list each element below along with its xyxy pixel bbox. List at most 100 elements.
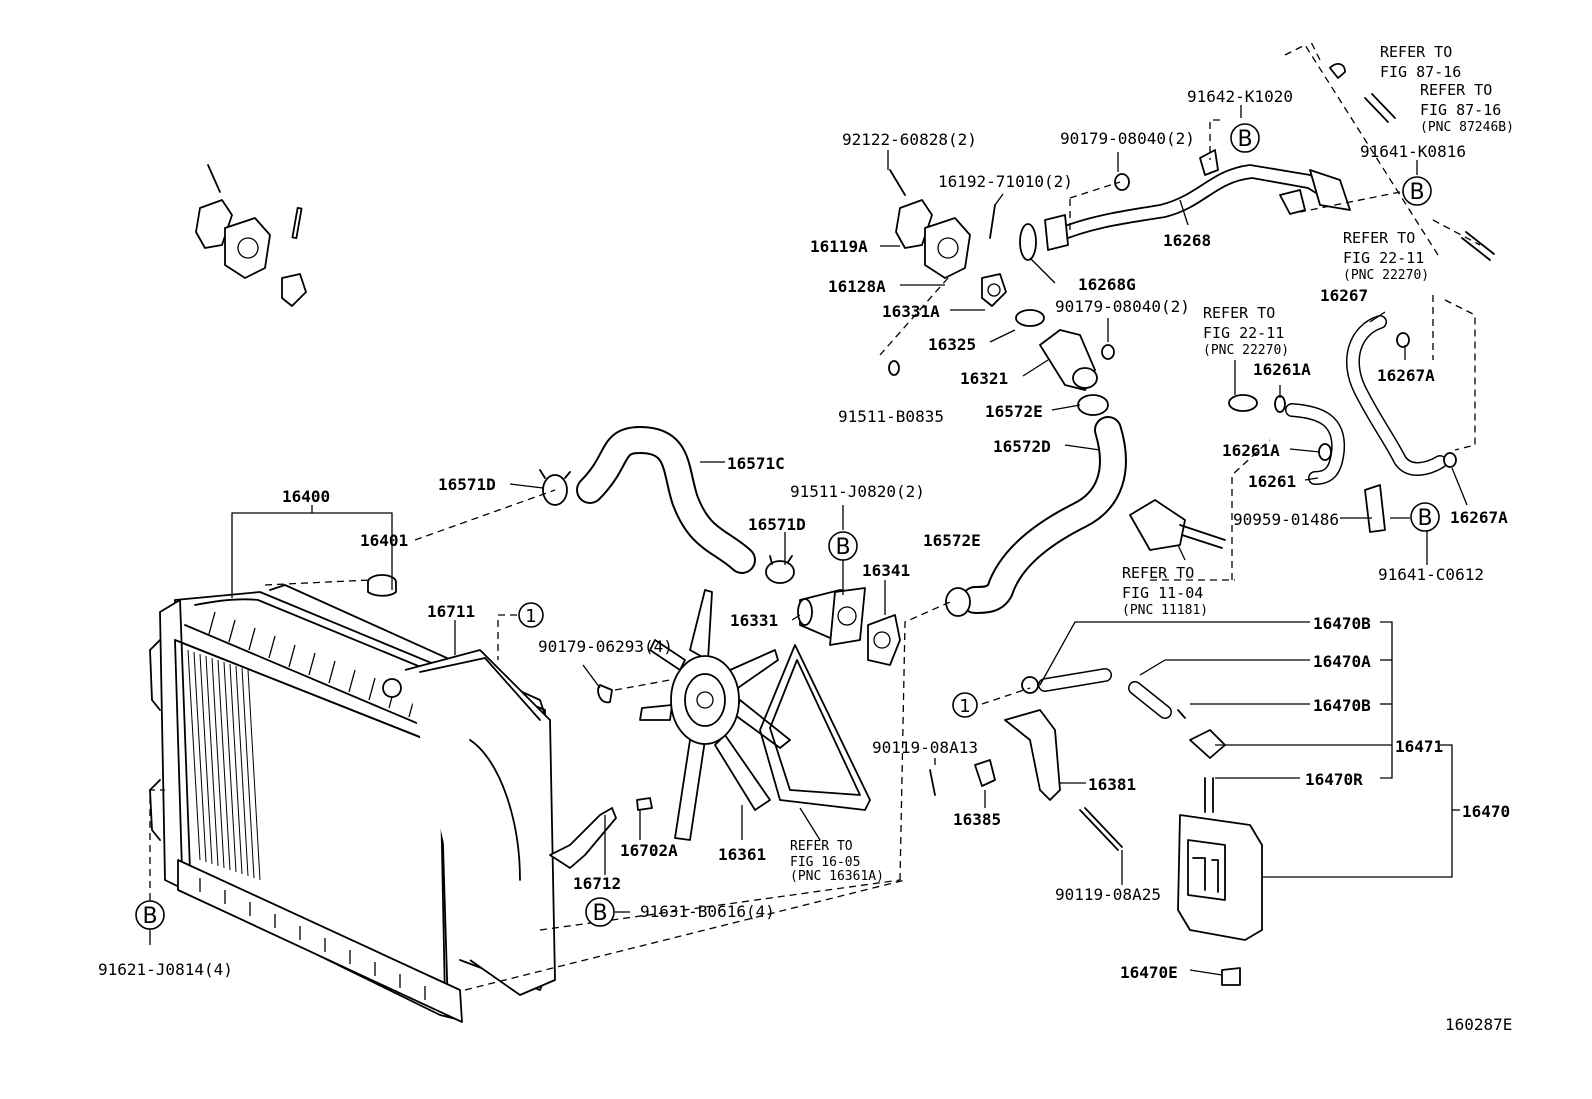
svg-text:B: B bbox=[1417, 506, 1432, 531]
label-90119-08a13: 90119-08A13 bbox=[872, 738, 978, 757]
svg-text:(PNC 11181): (PNC 11181) bbox=[1122, 603, 1208, 618]
marker-b-1: B bbox=[828, 531, 858, 561]
label-16470e: 16470E bbox=[1120, 963, 1178, 982]
marker-b-5: B bbox=[585, 897, 615, 927]
marker-1-b: 1 bbox=[952, 692, 978, 718]
svg-text:(PNC 22270): (PNC 22270) bbox=[1343, 268, 1429, 283]
svg-text:REFER TO: REFER TO bbox=[790, 839, 853, 854]
lower-hose-drawing bbox=[945, 394, 1127, 617]
label-92122-60828: 92122-60828(2) bbox=[842, 130, 977, 149]
marker-b-4: B bbox=[1410, 502, 1440, 532]
label-16268: 16268 bbox=[1163, 231, 1211, 250]
svg-text:1: 1 bbox=[959, 696, 970, 717]
label-16261a-b: 16261A bbox=[1222, 441, 1280, 460]
label-16470a: 16470A bbox=[1313, 652, 1371, 671]
reservoir-bracket-drawing bbox=[929, 709, 1123, 851]
label-16471: 16471 bbox=[1395, 737, 1443, 756]
label-90179-08040-b: 90179-08040(2) bbox=[1055, 297, 1190, 316]
svg-text:B: B bbox=[592, 901, 607, 926]
label-91641-c0612: 91641-C0612 bbox=[1378, 565, 1484, 584]
label-16470b-b: 16470B bbox=[1313, 696, 1371, 715]
ref-fig-11-04: REFER TO FIG 11-04 (PNC 11181) bbox=[1122, 564, 1208, 618]
svg-text:REFER TO: REFER TO bbox=[1122, 564, 1194, 582]
svg-text:FIG 87-16: FIG 87-16 bbox=[1380, 63, 1461, 81]
label-16470r: 16470R bbox=[1305, 770, 1363, 789]
marker-b-2: B bbox=[1230, 123, 1260, 153]
label-16400: 16400 bbox=[282, 487, 330, 506]
label-91642-k1020: 91642-K1020 bbox=[1187, 87, 1293, 106]
label-16702a: 16702A bbox=[620, 841, 678, 860]
label-16341: 16341 bbox=[862, 561, 910, 580]
leader-lines bbox=[149, 39, 1481, 991]
water-outlet-drawing bbox=[1015, 309, 1098, 391]
label-16192-71010: 16192-71010(2) bbox=[938, 172, 1073, 191]
reservoir-drawing bbox=[1021, 668, 1263, 986]
label-16381: 16381 bbox=[1088, 775, 1136, 794]
label-16572e-a: 16572E bbox=[985, 402, 1043, 421]
label-90959-01486: 90959-01486 bbox=[1233, 510, 1339, 529]
label-16711: 16711 bbox=[427, 602, 475, 621]
thermostat-housing-drawing bbox=[195, 164, 307, 307]
marker-b-3: B bbox=[1402, 176, 1432, 206]
label-16268g: 16268G bbox=[1078, 275, 1136, 294]
label-91511-b0835: 91511-B0835 bbox=[838, 407, 944, 426]
label-91631-b0616: 91631-B0616(4) bbox=[640, 902, 775, 921]
label-16119a: 16119A bbox=[810, 237, 868, 256]
svg-text:(PNC 16361A): (PNC 16361A) bbox=[790, 869, 884, 884]
svg-text:REFER TO: REFER TO bbox=[1203, 304, 1275, 322]
label-16267: 16267 bbox=[1320, 286, 1368, 305]
label-16331a: 16331A bbox=[882, 302, 940, 321]
svg-text:FIG 22-11: FIG 22-11 bbox=[1203, 324, 1284, 342]
fan-shroud-drawing bbox=[382, 649, 556, 996]
water-pump-plate-drawing bbox=[1129, 499, 1226, 551]
svg-text:FIG 16-05: FIG 16-05 bbox=[790, 855, 860, 870]
marker-1-a: 1 bbox=[518, 602, 544, 628]
label-16571d-a: 16571D bbox=[438, 475, 496, 494]
label-16321: 16321 bbox=[960, 369, 1008, 388]
label-16385: 16385 bbox=[953, 810, 1001, 829]
part-labels: 16400 16401 16711 90179-06293(4) 16571D … bbox=[98, 87, 1510, 982]
misc-parts-drawing bbox=[549, 63, 1495, 869]
label-91641-k0816: 91641-K0816 bbox=[1360, 142, 1466, 161]
ref-fig-87-16-a: REFER TO FIG 87-16 bbox=[1380, 43, 1461, 81]
svg-text:(PNC 22270): (PNC 22270) bbox=[1203, 343, 1289, 358]
figure-id: 160287E bbox=[1445, 1015, 1512, 1034]
label-16261a-a: 16261A bbox=[1253, 360, 1311, 379]
label-16470: 16470 bbox=[1462, 802, 1510, 821]
label-16267a-a: 16267A bbox=[1377, 366, 1435, 385]
label-91511-j0820: 91511-J0820(2) bbox=[790, 482, 925, 501]
label-16331: 16331 bbox=[730, 611, 778, 630]
radiator-cap-drawing bbox=[367, 574, 397, 597]
label-16325: 16325 bbox=[928, 335, 976, 354]
reference-notes: REFER TO FIG 87-16 REFER TO FIG 87-16 (P… bbox=[790, 43, 1514, 884]
label-16261: 16261 bbox=[1248, 472, 1296, 491]
svg-text:FIG 11-04: FIG 11-04 bbox=[1122, 584, 1203, 602]
label-16571d-b: 16571D bbox=[748, 515, 806, 534]
ref-fig-22-11-a: REFER TO FIG 22-11 (PNC 22270) bbox=[1343, 229, 1429, 283]
label-16572d: 16572D bbox=[993, 437, 1051, 456]
ref-fig-87-16-b: REFER TO FIG 87-16 (PNC 87246B) bbox=[1420, 81, 1514, 135]
water-inlet-drawing bbox=[797, 587, 901, 666]
label-16267a-b: 16267A bbox=[1450, 508, 1508, 527]
cooling-fan-drawing bbox=[639, 589, 871, 841]
svg-text:B: B bbox=[1237, 127, 1252, 152]
svg-text:B: B bbox=[1409, 180, 1424, 205]
label-91621-j0814: 91621-J0814(4) bbox=[98, 960, 233, 979]
label-16572e-b: 16572E bbox=[923, 531, 981, 550]
svg-text:B: B bbox=[835, 535, 850, 560]
label-90179-06293: 90179-06293(4) bbox=[538, 637, 673, 656]
svg-text:(PNC 87246B): (PNC 87246B) bbox=[1420, 120, 1514, 135]
label-16128a: 16128A bbox=[828, 277, 886, 296]
label-90179-08040-a: 90179-08040(2) bbox=[1060, 129, 1195, 148]
label-90119-08a25: 90119-08A25 bbox=[1055, 885, 1161, 904]
svg-text:REFER TO: REFER TO bbox=[1343, 229, 1415, 247]
label-16470b-a: 16470B bbox=[1313, 614, 1371, 633]
svg-text:FIG 87-16: FIG 87-16 bbox=[1420, 101, 1501, 119]
svg-text:REFER TO: REFER TO bbox=[1420, 81, 1492, 99]
upper-hose-drawing bbox=[576, 426, 756, 574]
label-16571c: 16571C bbox=[727, 454, 785, 473]
label-16712: 16712 bbox=[573, 874, 621, 893]
ref-fig-16-05: REFER TO FIG 16-05 (PNC 16361A) bbox=[790, 839, 884, 884]
svg-text:FIG 22-11: FIG 22-11 bbox=[1343, 249, 1424, 267]
